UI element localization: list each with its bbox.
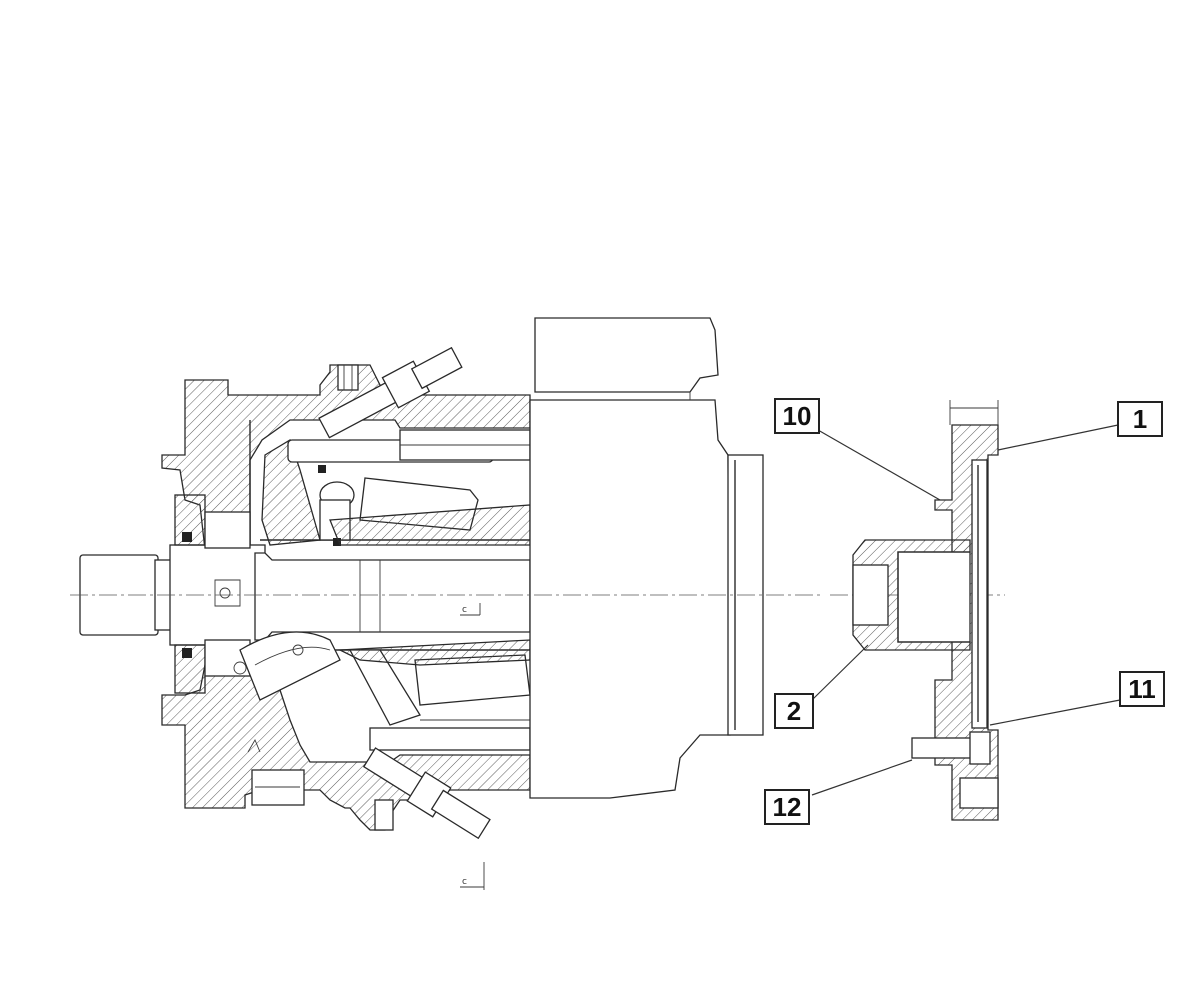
bottom-fittings <box>251 747 491 840</box>
front-bearing <box>174 494 251 694</box>
callout-1: 1 <box>1117 401 1163 437</box>
callout-2-label: 2 <box>787 696 801 726</box>
callout-12: 12 <box>764 789 810 825</box>
callout-2: 2 <box>774 693 814 729</box>
yoke-upper <box>261 429 531 546</box>
leader-lines <box>811 424 1121 796</box>
section-marks: c c <box>460 603 485 890</box>
svg-text:c: c <box>462 605 467 615</box>
drive-shaft <box>79 544 531 646</box>
callout-10-label: 10 <box>783 401 812 431</box>
top-fittings <box>318 346 463 439</box>
callout-11-label: 11 <box>1128 674 1156 704</box>
callout-1-label: 1 <box>1133 404 1147 434</box>
end-housing <box>529 317 764 799</box>
svg-text:c: c <box>462 877 467 887</box>
callout-10: 10 <box>774 398 820 434</box>
adapter-flange <box>852 400 999 821</box>
callout-12-label: 12 <box>773 792 802 822</box>
callout-11: 11 <box>1119 671 1165 707</box>
